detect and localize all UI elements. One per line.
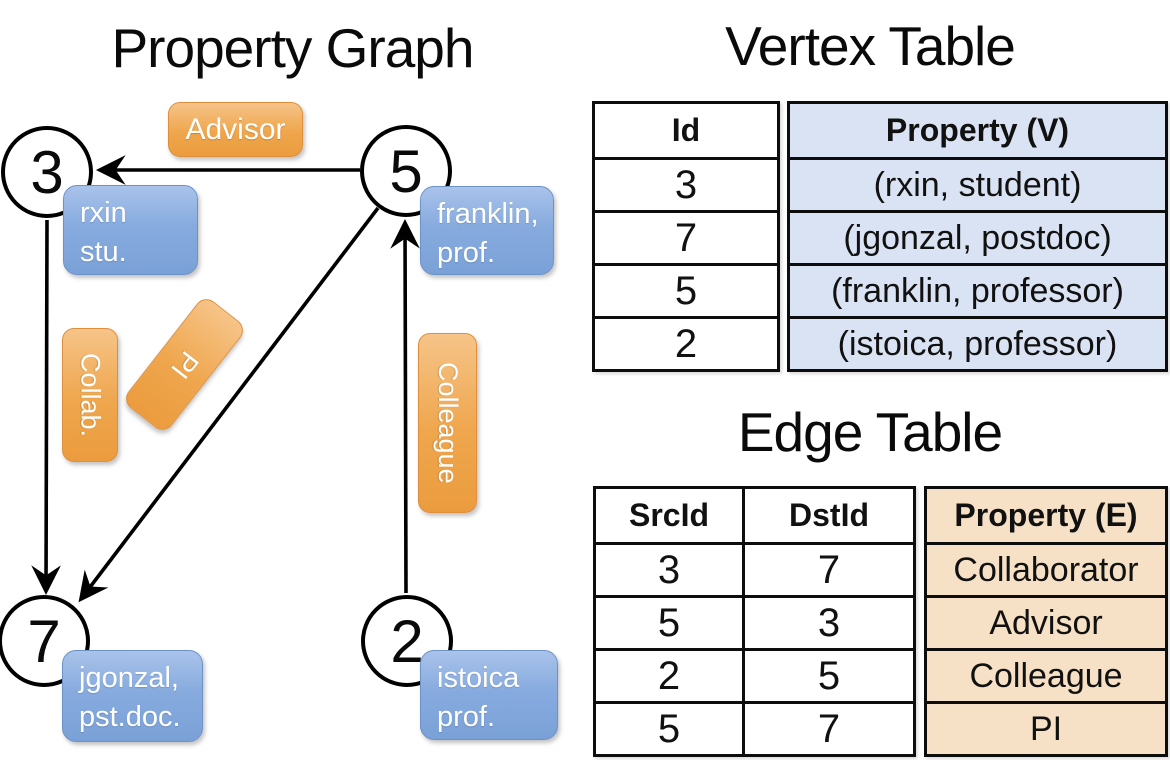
edge-table-property-column: Property (E) Collaborator Advisor Collea… [924,486,1168,757]
edge-table-id-columns: SrcId DstId 3 7 5 3 2 5 5 7 [593,486,916,757]
vertex-table-id-cell: 2 [595,316,777,369]
vertex-prop-line: istoica [437,662,520,694]
vertex-node-2-label: 2 [390,607,424,675]
vertex-node-5: 5 [360,125,452,217]
edge-label-pi-text: PI [165,345,205,385]
edge-arrow-colleague-2-5 [390,218,420,594]
edge-arrow-collab-3-7 [31,219,61,596]
vertex-table-id-column: Id 3 7 5 2 [592,101,780,372]
edge-table-header-dstid: DstId [742,489,913,542]
vertex-table-header-id: Id [671,112,701,148]
edge-table-src-cell: 2 [596,648,742,701]
vertex-table-title: Vertex Table [725,15,1016,77]
vertex-table-header-property: Property (V) [885,112,1070,148]
vertex-table-property-cell: (istoica, professor) [790,316,1165,369]
vertex-prop-line: rxin [80,197,127,229]
edge-label-colleague-text: Colleague [433,362,463,484]
edge-label-advisor: Advisor [168,102,303,157]
vertex-prop-box-istoica: istoica prof. [420,650,558,740]
vertex-prop-line: prof. [437,701,496,733]
edge-label-collab-text: Collab. [75,352,106,438]
edge-table-src-cell: 3 [596,542,742,595]
edge-table-header-property: Property (E) [954,497,1138,533]
edge-table-title: Edge Table [737,401,1003,463]
edge-table-dst-cell: 5 [742,648,913,701]
edge-table-dst-cell: 7 [742,542,913,595]
vertex-table-id-cell: 3 [595,157,777,210]
vertex-prop-line: stu. [80,236,127,268]
vertex-node-5-label: 5 [389,137,423,205]
edge-table-src-cell: 5 [596,701,742,754]
edge-label-collab: Collab. [62,328,118,462]
vertex-prop-box-jgonzal: jgonzal, pst.doc. [62,650,203,742]
vertex-table-id-cell: 7 [595,210,777,263]
edge-table-header-srcid: SrcId [628,497,710,533]
edge-table-property-cell: PI [927,701,1165,754]
vertex-table-property-column: Property (V) (rxin, student) (jgonzal, p… [787,101,1168,372]
vertex-prop-line: prof. [437,237,496,269]
vertex-prop-line: pst.doc. [79,701,181,733]
vertex-table-id-cell: 5 [595,263,777,316]
edge-table-property-cell: Collaborator [927,542,1165,595]
vertex-prop-line: franklin, [437,198,539,230]
edge-table-dst-cell: 3 [742,595,913,648]
edge-table-property-cell: Advisor [927,595,1165,648]
vertex-table-property-cell: (franklin, professor) [790,263,1165,316]
vertex-node-2: 2 [361,595,453,687]
edge-label-advisor-text: Advisor [185,112,286,146]
vertex-table-property-cell: (rxin, student) [790,157,1165,210]
property-graph-title: Property Graph [111,17,474,79]
edge-arrow-pi-5-7 [78,206,380,603]
edge-label-colleague: Colleague [418,333,477,513]
vertex-node-3-label: 3 [30,138,64,206]
edge-table-src-cell: 5 [596,595,742,648]
graph-edges-layer [31,155,420,603]
vertex-prop-box-rxin: rxin stu. [63,185,198,275]
vertex-table-property-cell: (jgonzal, postdoc) [790,210,1165,263]
vertex-prop-line: jgonzal, [79,662,179,694]
vertex-prop-box-franklin: franklin, prof. [420,186,554,275]
edge-table-dst-cell: 7 [742,701,913,754]
edge-table-property-cell: Colleague [927,648,1165,701]
vertex-node-7-label: 7 [27,607,61,675]
